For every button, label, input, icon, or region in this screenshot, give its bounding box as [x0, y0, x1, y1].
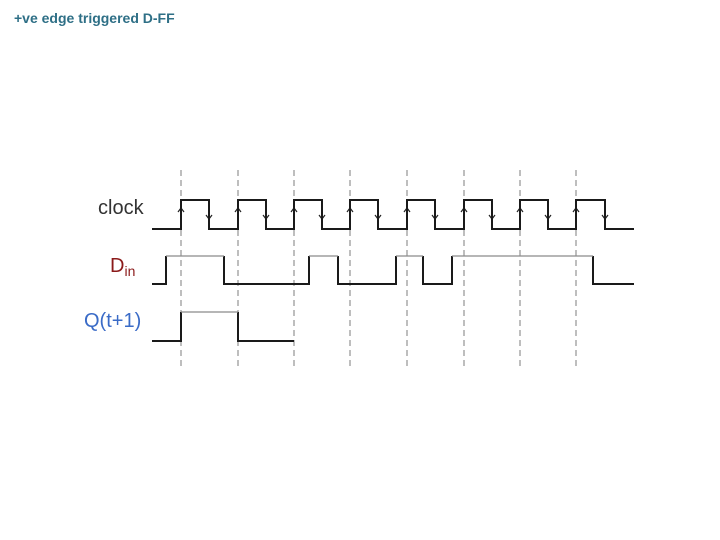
clock-label: clock: [98, 197, 145, 219]
clock-edge-arrows: [177, 207, 609, 220]
din-waveform: [152, 256, 634, 285]
din-label-sub: in: [124, 263, 135, 279]
clock-waveform: [152, 199, 634, 230]
din-label: Din: [110, 255, 135, 279]
din-label-main: D: [110, 255, 124, 277]
page-title: +ve edge triggered D-FF: [14, 10, 175, 26]
q-label: Q(t+1): [84, 310, 141, 332]
q-waveform: [152, 312, 294, 342]
